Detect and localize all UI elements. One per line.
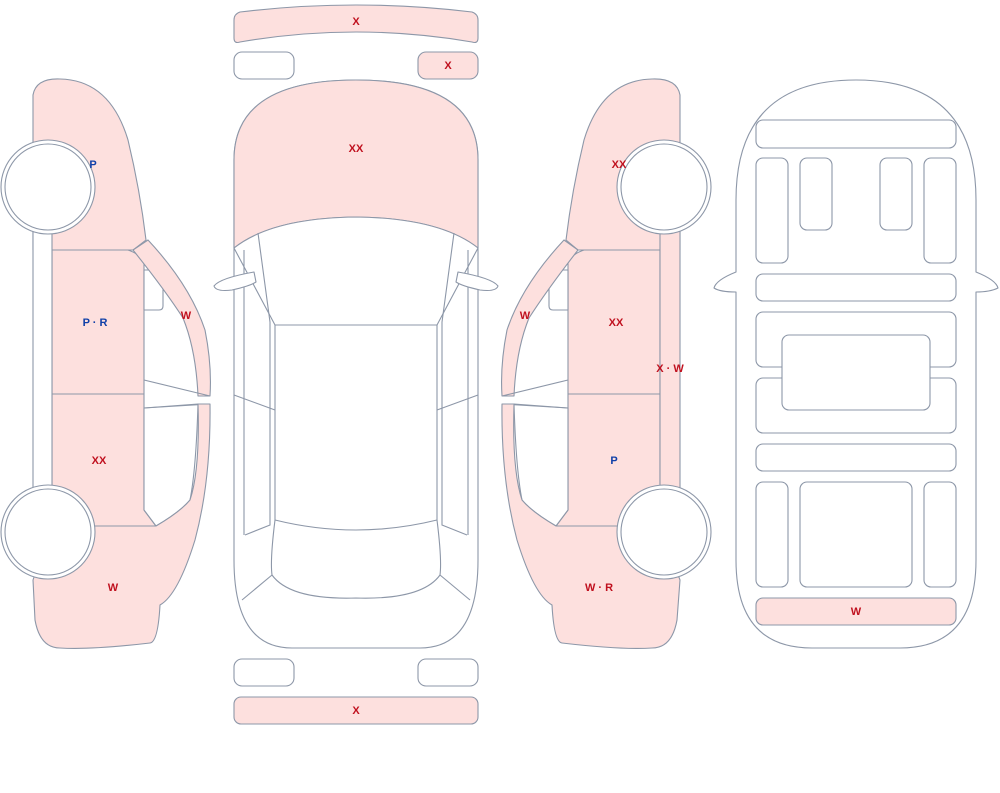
underbody-rear-panel[interactable] [755,597,957,626]
right-side-view [501,78,712,649]
label-right-front-door-window: W [520,310,531,322]
cargo-floor[interactable] [799,481,913,588]
label-right-quarter-panel: W · R [585,582,613,594]
headlight-left[interactable] [233,51,295,80]
label-right-front-fender: XX [612,159,627,171]
left-side-view [0,78,211,649]
left-front-door-window-panel[interactable] [132,239,211,397]
label-left-quarter-panel: W [108,582,119,594]
label-left-front-door-window: W [181,310,192,322]
label-left-rear-door: XX [92,455,107,467]
rear-bumper-panel[interactable] [233,696,479,725]
label-front-bumper: X [352,16,360,28]
right-quarter-panel-shape[interactable] [501,403,681,649]
left-front-tire [4,143,92,231]
label-left-front-fender: P [89,159,96,171]
front-bumper-panel[interactable] [233,4,479,44]
right-a-pillar [441,232,468,536]
cargo-left[interactable] [755,481,789,588]
roof-panel[interactable] [274,324,438,531]
front-left-seat[interactable] [799,157,833,231]
right-front-tire [620,143,708,231]
label-right-rocker: X · W [656,363,684,375]
interior-view [713,79,999,649]
front-right-seat[interactable] [879,157,913,231]
right-b-pillar-mark [436,394,479,411]
cargo-right[interactable] [923,481,957,588]
right-rear-tire [620,488,708,576]
label-headlight-right: X [444,60,452,72]
windshield [233,216,479,326]
front-right-seat-side[interactable] [923,157,957,264]
left-rear-corner [241,574,273,601]
right-front-door-window-panel[interactable] [501,239,579,397]
taillight-left[interactable] [233,658,295,687]
top-view [213,4,499,725]
label-hood: XX [349,143,364,155]
left-a-pillar [244,232,271,536]
front-left-seat-side[interactable] [755,157,789,264]
right-window-strut-upper [501,379,569,397]
rear-window-line [270,519,442,599]
left-window-strut-upper [143,379,211,397]
left-rear-tire [4,488,92,576]
left-side-mirror-top[interactable] [213,271,257,292]
label-left-front-door: P · R [83,317,108,329]
taillight-right[interactable] [417,658,479,687]
damage-labels: X X XX X P P · R W XX W XX W XX X · W P … [83,16,862,717]
headlight-right[interactable] [417,51,479,80]
center-console[interactable] [781,334,931,411]
cargo-divider[interactable] [755,443,957,472]
left-b-pillar-mark [233,394,276,411]
center-bar[interactable] [755,273,957,302]
label-underbody-rear-panel: W [851,606,862,618]
label-right-front-door: XX [609,317,624,329]
dashboard[interactable] [755,119,957,149]
label-right-rear-door: P [610,455,617,467]
right-rear-corner [439,574,471,601]
label-rear-bumper: X [352,705,360,717]
left-quarter-panel-shape[interactable] [32,403,211,649]
right-side-mirror-top[interactable] [455,271,499,292]
